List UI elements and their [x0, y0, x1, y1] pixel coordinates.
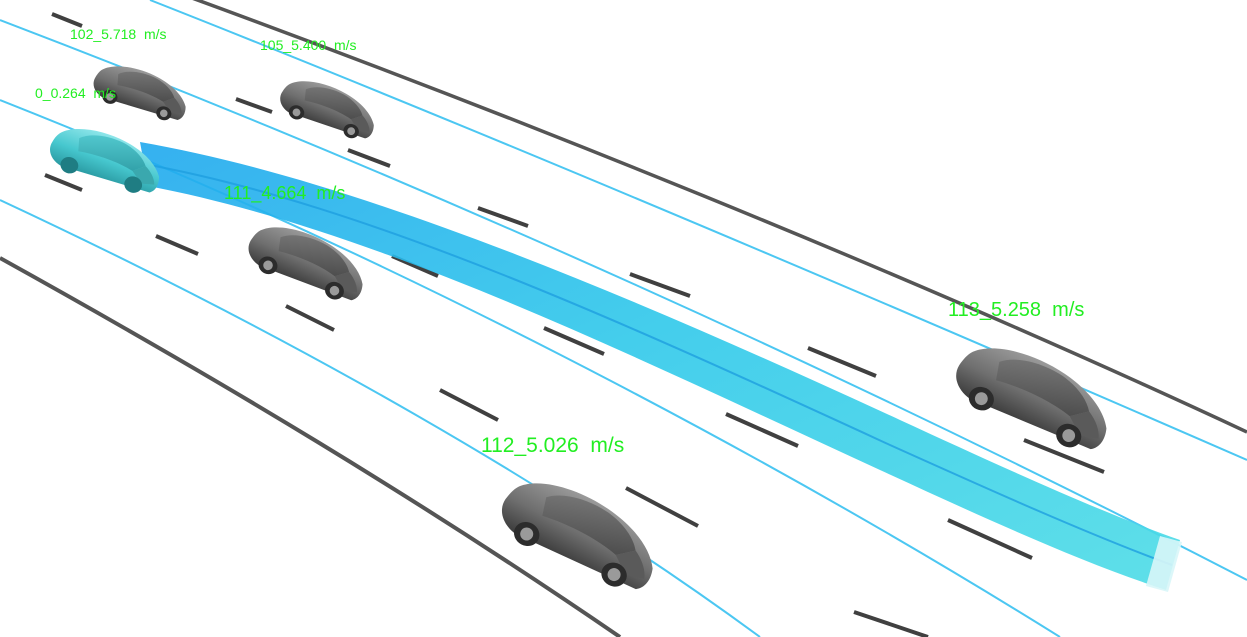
lane-line-2 [0, 19, 1247, 581]
road-edge-bottom [0, 256, 622, 637]
vehicle-label-105: 105_5.400 m/s [260, 37, 357, 53]
vehicle-labels: 102_5.718 m/s 105_5.400 m/s 0_0.264 m/s … [35, 26, 1084, 457]
vehicle-label-112: 112_5.026 m/s [481, 434, 624, 457]
vehicle-label-ego: 0_0.264 m/s [35, 85, 116, 101]
lane-line-4 [0, 199, 761, 637]
trajectory-centerline [143, 163, 1173, 566]
trajectory-ribbon [140, 142, 1180, 590]
vehicle-label-102: 102_5.718 m/s [70, 26, 167, 42]
vehicle-112 [490, 463, 670, 606]
lane-dashes [44, 12, 1105, 637]
trajectory-end-cap [1146, 536, 1182, 592]
road-edge-top [192, 0, 1247, 434]
vehicle-label-113: 113_5.258 m/s [948, 299, 1084, 321]
vehicle-ego [43, 116, 169, 204]
vehicle-label-111: 111_4.664 m/s [224, 183, 345, 204]
planned-trajectory [140, 142, 1182, 592]
